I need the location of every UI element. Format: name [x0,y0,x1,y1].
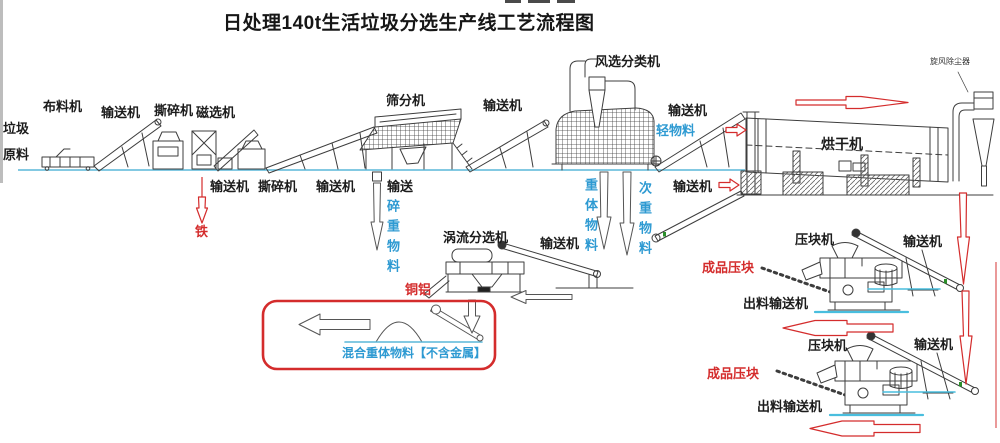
material-down-arrows [596,171,635,256]
conveyor-to-dryer-drawing [650,112,746,173]
iron-label: 铁 [195,224,209,239]
conveyor-label-7: 输送机 [673,179,713,194]
crushed-material-chute [370,171,384,251]
red-annotations [195,95,997,437]
heavy-material-label: 重体物料 [583,178,598,258]
conveyor-label-4: 输送机 [210,179,250,194]
crushed-heavy-material-label: 碎重物料 [385,199,400,279]
conveyor-label-5: 输送机 [316,179,356,194]
conveyor-label-1: 输送机 [101,105,141,120]
mixed-material-group [298,299,484,343]
shredder-1-drawing [152,131,184,170]
machines [41,58,995,417]
air-classifier-drawing [551,58,661,171]
secondary-heavy-material-label: 次重物料 [637,181,652,261]
shredder-2-drawing [213,129,266,172]
page-title: 日处理140t生活垃圾分选生产线工艺流程图 [223,13,595,34]
briquetter-label-1: 压块机 [795,232,835,247]
discharge-conveyor-label-2: 出料输送机 [757,399,823,414]
briquetter-label-2: 压块机 [808,338,848,353]
discharge-conveyor-label-1: 出料输送机 [743,296,809,311]
finished-briquette-label-2: 成品压块 [707,366,760,381]
finished-briquette-label-1: 成品压块 [702,260,755,275]
conveyor-short-label: 输送 [387,179,414,194]
cyclone-label: 旋风除尘器 [930,57,970,66]
screener-label: 筛分机 [386,93,426,108]
shredder-label-2: 撕碎机 [258,179,298,194]
conveyor-label-3: 输送机 [668,103,708,118]
shredder-label-1: 撕碎机 [154,103,194,118]
eddy-out-conveyor-drawing [497,240,634,289]
eddy-current-separator-drawing [423,248,525,299]
conveyor-label-8: 输送机 [903,234,943,249]
conveyor-label-2: 输送机 [483,98,523,113]
edge-artifacts [0,0,575,183]
feeder-drawing [41,148,95,171]
lower-conveyor-drawing [651,190,745,243]
eddy-current-separator-label: 涡流分选机 [443,230,509,245]
raw-material-label: 垃圾原料 [3,121,30,162]
air-classifier-label: 风选分类机 [595,54,661,69]
copper-aluminum-label: 铜铝 [405,282,432,297]
light-material-label: 轻物料 [656,123,696,138]
conveyor-label-6: 输送机 [540,236,580,251]
mixed-material-box [261,299,497,371]
magnetic-separator-drawing [191,130,233,170]
screener-drawing [359,108,473,170]
white-arrows [510,290,573,304]
mixed-heavy-material-label: 混合重体物料【不含金属】 [342,346,487,360]
dryer-drawing [736,71,995,196]
magnetic-separator-label: 磁选机 [196,105,236,120]
conveyor-label-9: 输送机 [914,337,954,352]
conveyor-to-classifier-drawing [465,119,550,173]
feeder-label: 布料机 [43,99,83,114]
dryer-label: 烘干机 [821,136,863,152]
conveyor-1-drawing [93,118,162,172]
